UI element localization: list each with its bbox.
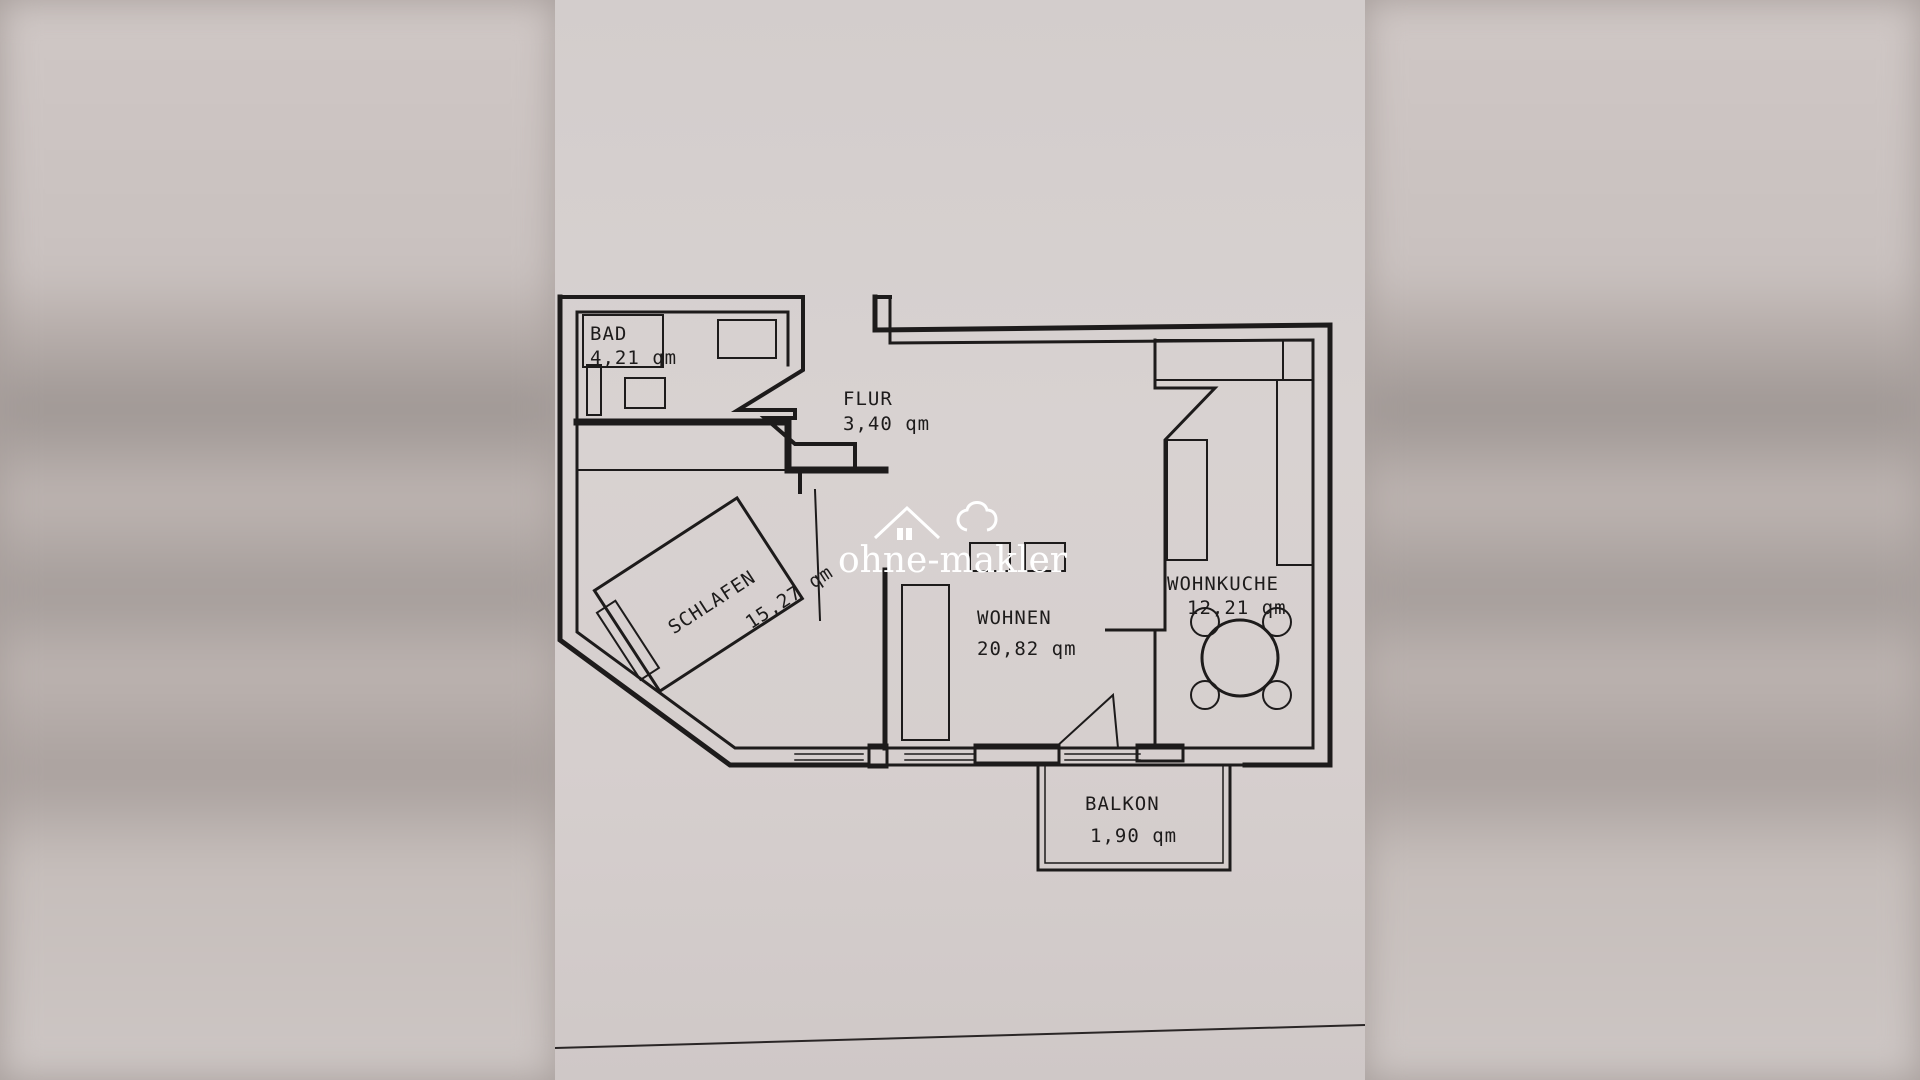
cloud-icon <box>956 501 998 532</box>
balcony-door <box>1053 692 1120 750</box>
bath-toilet <box>586 364 602 416</box>
house-icon <box>873 505 941 540</box>
outer-wall-top <box>872 294 1333 768</box>
floorplan-drawing: BAD 4,21 qm FLUR 3,40 qm SCHLAFEN 15,27 … <box>555 294 1365 1049</box>
blurred-background-left <box>0 0 555 1080</box>
schlafen-name: SCHLAFEN <box>664 566 759 639</box>
balcony <box>1036 763 1232 872</box>
kitchen-counter-side <box>1276 379 1314 566</box>
bad-name: BAD <box>590 323 627 345</box>
pillar-2 <box>973 743 1061 765</box>
bedroom-door-arc <box>813 488 822 622</box>
table-left <box>969 542 1011 572</box>
window-left <box>794 753 864 761</box>
bed <box>592 495 805 694</box>
pillar-3 <box>1135 743 1185 763</box>
outer-wall-left-inner <box>575 310 867 750</box>
wohnen-area: 20,82 qm <box>977 638 1077 660</box>
watermark-text: ohne-makler <box>838 540 1068 581</box>
bath-shower <box>717 319 777 359</box>
bad-area: 4,21 qm <box>590 347 677 369</box>
balcony-inner <box>1044 764 1224 864</box>
outer-wall-top-inner <box>888 295 1315 750</box>
chair-4 <box>1262 680 1292 710</box>
bath-door <box>786 310 805 367</box>
sofa <box>901 584 950 741</box>
kitchen-cabinet <box>1166 439 1208 561</box>
room-labels: BAD 4,21 qm FLUR 3,40 qm SCHLAFEN 15,27 … <box>590 323 1287 847</box>
pillar-1 <box>867 743 889 769</box>
kitchen-counter-top <box>1154 339 1284 381</box>
bath-bottom-wall <box>573 418 889 474</box>
balkon-area: 1,90 qm <box>1090 825 1177 847</box>
fridge <box>1282 339 1314 381</box>
wohnkueche-area: 12,21 qm <box>1187 597 1287 619</box>
dining-table <box>1200 618 1280 698</box>
watermark: ohne-makler <box>838 501 1068 581</box>
outer-wall-left <box>557 294 868 768</box>
balkon-name: BALKON <box>1085 793 1160 815</box>
window-mid <box>904 753 976 761</box>
window-right <box>1064 753 1141 761</box>
flur-area: 3,40 qm <box>843 413 930 435</box>
bath-sink <box>624 377 666 409</box>
flur-name: FLUR <box>843 388 893 410</box>
wohnen-name: WOHNEN <box>977 607 1052 629</box>
paper-edge-line <box>555 1024 1365 1049</box>
kitchen-wall <box>1105 338 1219 750</box>
wohnkueche-name: WOHNKUCHE <box>1167 573 1279 595</box>
schlafen-area: 15,27 qm <box>742 561 837 634</box>
blurred-background-right <box>1365 0 1920 1080</box>
bathtub <box>582 314 664 368</box>
table-right <box>1024 542 1066 572</box>
chair-1 <box>1190 607 1220 637</box>
floorplan-paper: BAD 4,21 qm FLUR 3,40 qm SCHLAFEN 15,27 … <box>555 0 1365 1080</box>
chair-2 <box>1262 607 1292 637</box>
chair-3 <box>1190 680 1220 710</box>
